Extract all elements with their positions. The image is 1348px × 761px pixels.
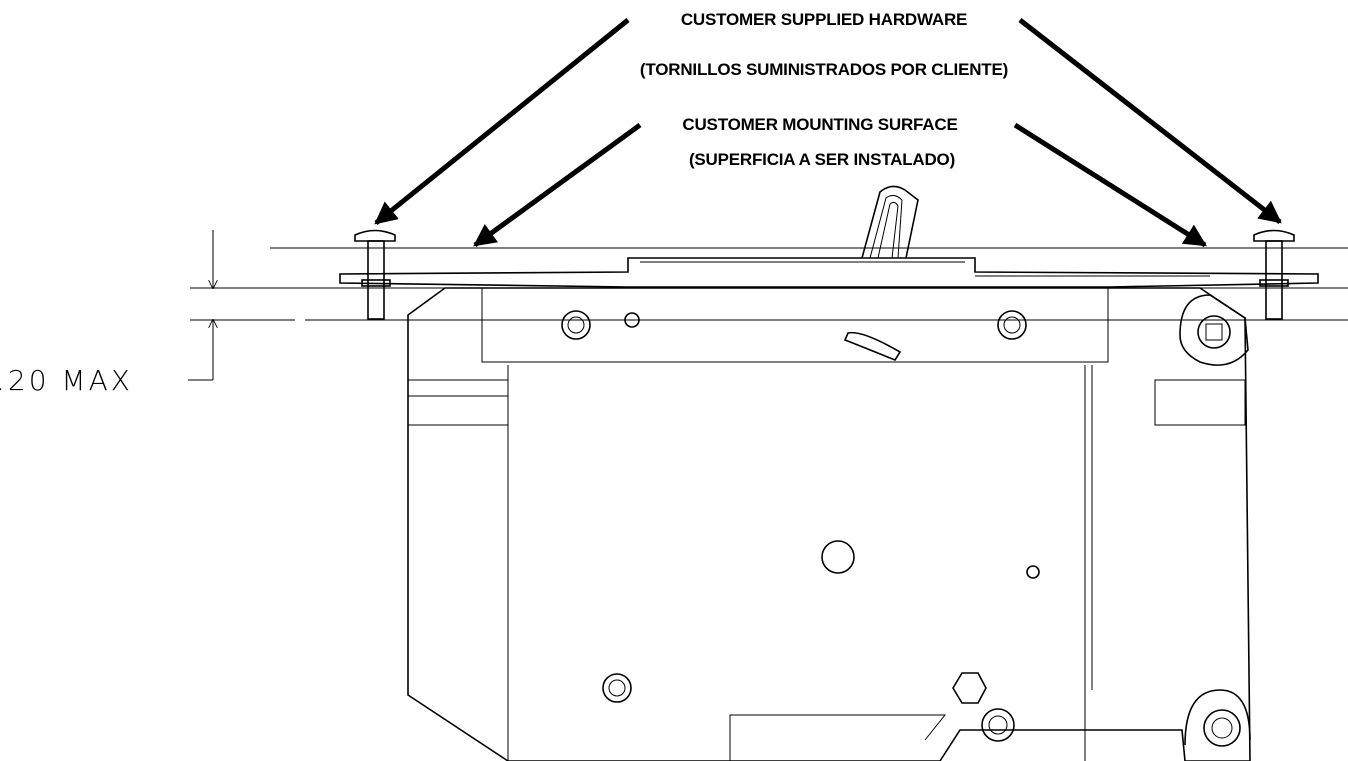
dimension-label: .20 MAX: [0, 364, 133, 397]
device-body: [407, 287, 1251, 761]
leader-arrows: [374, 18, 1282, 248]
surface-label-es: (SUPERFICIA A SER INSTALADO): [688, 150, 956, 169]
flange-plate: [339, 257, 1319, 288]
dimension-marker: [188, 230, 213, 381]
screw-left-icon: [354, 229, 396, 320]
arrow-hardware-right: [1018, 18, 1282, 224]
arrow-surface-left: [473, 122, 642, 248]
hardware-label-en: CUSTOMER SUPPLIED HARDWARE: [680, 10, 968, 29]
arrow-surface-right: [1013, 122, 1207, 248]
surface-label-en: CUSTOMER MOUNTING SURFACE: [682, 115, 958, 134]
lever: [861, 185, 919, 259]
holes: [561, 286, 1251, 747]
arrow-hardware-left: [374, 18, 630, 225]
screw-right-icon: [1253, 229, 1295, 320]
hardware-label-es: (TORNILLOS SUMINISTRADOS POR CLIENTE): [639, 60, 1009, 79]
